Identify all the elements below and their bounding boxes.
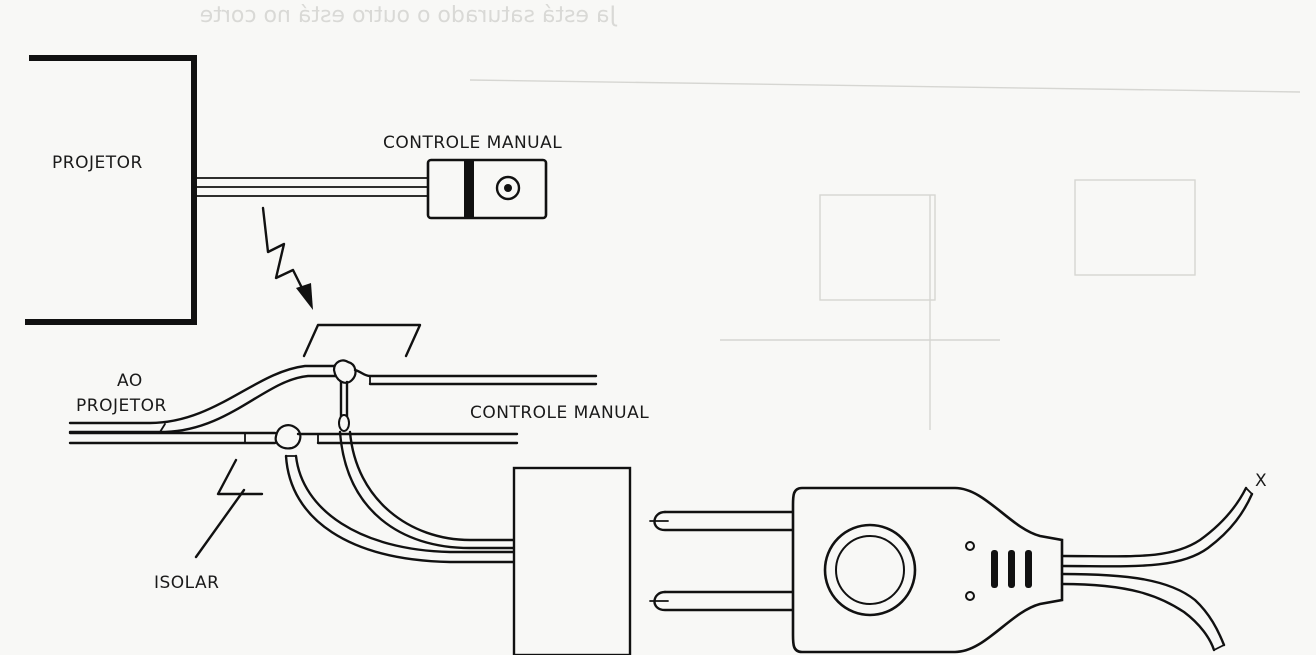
projector-box: PROJETOR (25, 55, 197, 325)
grip-ridge-icon (991, 550, 998, 588)
manual-control-label-top: CONTROLE MANUAL (383, 133, 562, 153)
x-marker-label: X (1255, 471, 1267, 491)
wiring-detail: AO PROJETOR CONTROLE MANUAL ISOLAR (68, 323, 649, 593)
ao-label: AO (117, 371, 143, 391)
bleed-through-layer: Ja está saturado o outro está no corte (200, 3, 1301, 430)
zoom-arrow-icon (261, 206, 313, 310)
control-knob-icon (495, 175, 521, 201)
upper-solder-joint (332, 359, 357, 384)
plug-body (791, 486, 1064, 654)
manual-control-unit: CONTROLE MANUAL (383, 133, 562, 220)
bleed-through-text: Ja está saturado o outro está no corte (200, 3, 618, 28)
projector-cable (195, 177, 431, 197)
projector-label: PROJETOR (52, 153, 143, 173)
isolar-label: ISOLAR (154, 573, 220, 593)
output-cord: X (1060, 471, 1267, 652)
ao-projector-label: PROJETOR (76, 396, 167, 416)
lower-solder-joint (274, 424, 302, 450)
plug-dial-icon (823, 523, 917, 617)
plug-prongs (649, 510, 802, 612)
manual-control-label-lower: CONTROLE MANUAL (470, 403, 649, 423)
socket-block (512, 466, 632, 655)
